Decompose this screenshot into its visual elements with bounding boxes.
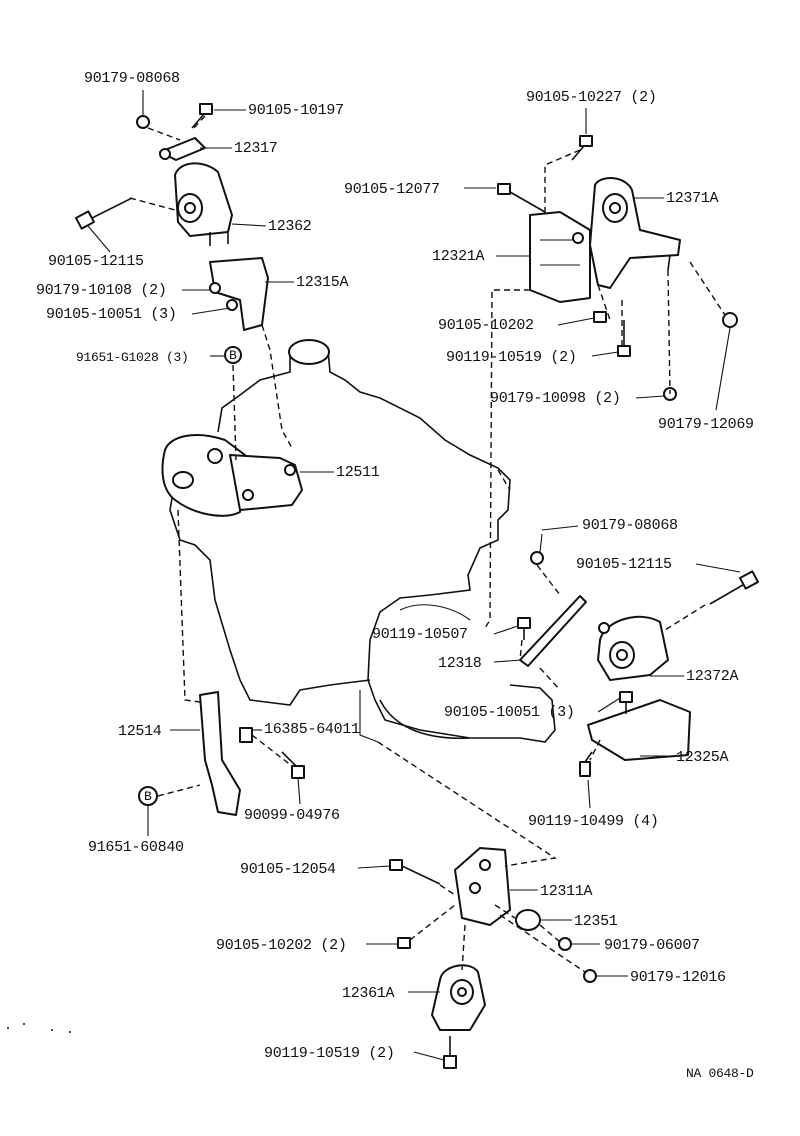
label-91651-g1028: 91651-G1028 (3)	[76, 350, 189, 365]
label-91651-60840: 91651-60840	[88, 839, 184, 856]
label-90105-12115-right: 90105-12115	[576, 556, 672, 573]
nut-90179-12069-drawing	[722, 312, 738, 328]
bracket-12511-drawing	[161, 434, 303, 517]
label-90105-10202-bottom: 90105-10202 (2)	[216, 937, 347, 954]
bracket-12325a-drawing	[587, 699, 691, 761]
label-12315a: 12315A	[296, 274, 349, 291]
bracket-12317-drawing	[159, 137, 206, 161]
diagram-code: NA 0648-D	[686, 1066, 754, 1081]
washer-b-top-drawing	[224, 346, 242, 364]
bolt-90105-10051-right-drawing	[619, 691, 633, 714]
label-12318: 12318	[438, 655, 482, 672]
label-90119-10519-top: 90119-10519 (2)	[446, 349, 577, 366]
bolt-90099-04976-drawing	[281, 751, 305, 779]
label-90179-12069: 90179-12069	[658, 416, 754, 433]
nut-90179-08068-top-drawing	[136, 115, 150, 129]
bushing-12351-drawing	[515, 909, 541, 931]
label-90179-10108: 90179-10108 (2)	[36, 282, 167, 299]
bracket-12311a-drawing	[454, 847, 511, 926]
bracket-12315a-drawing	[209, 257, 269, 331]
bolt-90119-10499-drawing	[579, 751, 593, 777]
engine-block-outline	[169, 339, 556, 743]
bolt-90105-10197-drawing	[191, 103, 213, 129]
label-90179-08068-top: 90179-08068	[84, 70, 180, 87]
label-90105-12115-left: 90105-12115	[48, 253, 144, 270]
label-leader-lines	[87, 90, 741, 1061]
label-90105-12077: 90105-12077	[344, 181, 440, 198]
label-12372a: 12372A	[686, 668, 739, 685]
label-90099-04976: 90099-04976	[244, 807, 340, 824]
label-90105-10227: 90105-10227 (2)	[526, 89, 657, 106]
label-90119-10499: 90119-10499 (4)	[528, 813, 659, 830]
label-90105-10051-left: 90105-10051 (3)	[46, 306, 177, 323]
bolt-90105-10202-top-drawing	[593, 311, 607, 323]
washer-b-bottom-drawing	[138, 786, 158, 806]
bolt-90105-12115-right-drawing	[709, 570, 759, 605]
label-90179-08068-right: 90179-08068	[582, 517, 678, 534]
label-16385-64011: 16385-64011	[264, 721, 360, 738]
bolt-90119-10507-drawing	[517, 617, 531, 640]
label-90119-10507: 90119-10507	[372, 626, 468, 643]
bolt-90119-10519-top-drawing	[617, 320, 631, 357]
nut-90179-08068-right-drawing	[530, 551, 544, 565]
washer-b-top-mark: B	[229, 348, 237, 363]
bolt-90105-10202-bottom-drawing	[397, 937, 411, 949]
label-90179-12016: 90179-12016	[630, 969, 726, 986]
label-12317: 12317	[234, 140, 278, 157]
bolt-90119-10519-bottom-drawing	[443, 1036, 457, 1069]
label-12511: 12511	[336, 464, 380, 481]
bolt-90105-12054-drawing	[389, 859, 441, 885]
label-12351: 12351	[574, 913, 618, 930]
label-12362: 12362	[268, 218, 312, 235]
label-90119-10519-bottom: 90119-10519 (2)	[264, 1045, 395, 1062]
nut-90179-12016-drawing	[583, 969, 597, 983]
stay-12514-drawing	[199, 691, 241, 816]
label-12325a: 12325A	[676, 749, 729, 766]
label-90179-10098: 90179-10098 (2)	[490, 390, 621, 407]
label-12514: 12514	[118, 723, 162, 740]
label-90105-10202-top: 90105-10202	[438, 317, 534, 334]
washer-b-bottom-mark: B	[144, 789, 152, 804]
mount-12372a-drawing	[597, 615, 669, 681]
label-12371a: 12371A	[666, 190, 719, 207]
mount-12361a-drawing	[431, 964, 486, 1031]
label-12361a: 12361A	[342, 985, 395, 1002]
bolt-90105-12077-drawing	[497, 183, 546, 213]
bolt-90105-12115-left-drawing	[75, 197, 133, 230]
bracket-12321a-drawing	[529, 211, 591, 303]
clamp-16385-64011-drawing	[239, 727, 253, 743]
label-12321a: 12321A	[432, 248, 485, 265]
mount-12371a-drawing	[589, 177, 681, 289]
label-90105-10197: 90105-10197	[248, 102, 344, 119]
nut-90179-06007-drawing	[558, 937, 572, 951]
bracket-12318-drawing	[519, 595, 587, 667]
scan-specks	[7, 1023, 71, 1033]
mount-12362-drawing	[174, 162, 233, 246]
label-90105-12054: 90105-12054	[240, 861, 336, 878]
label-90179-06007: 90179-06007	[604, 937, 700, 954]
assembly-dash-lines	[129, 115, 726, 973]
label-90105-10051-right: 90105-10051 (3)	[444, 704, 575, 721]
label-12311a: 12311A	[540, 883, 593, 900]
bolt-90105-10227-drawing	[571, 135, 593, 161]
